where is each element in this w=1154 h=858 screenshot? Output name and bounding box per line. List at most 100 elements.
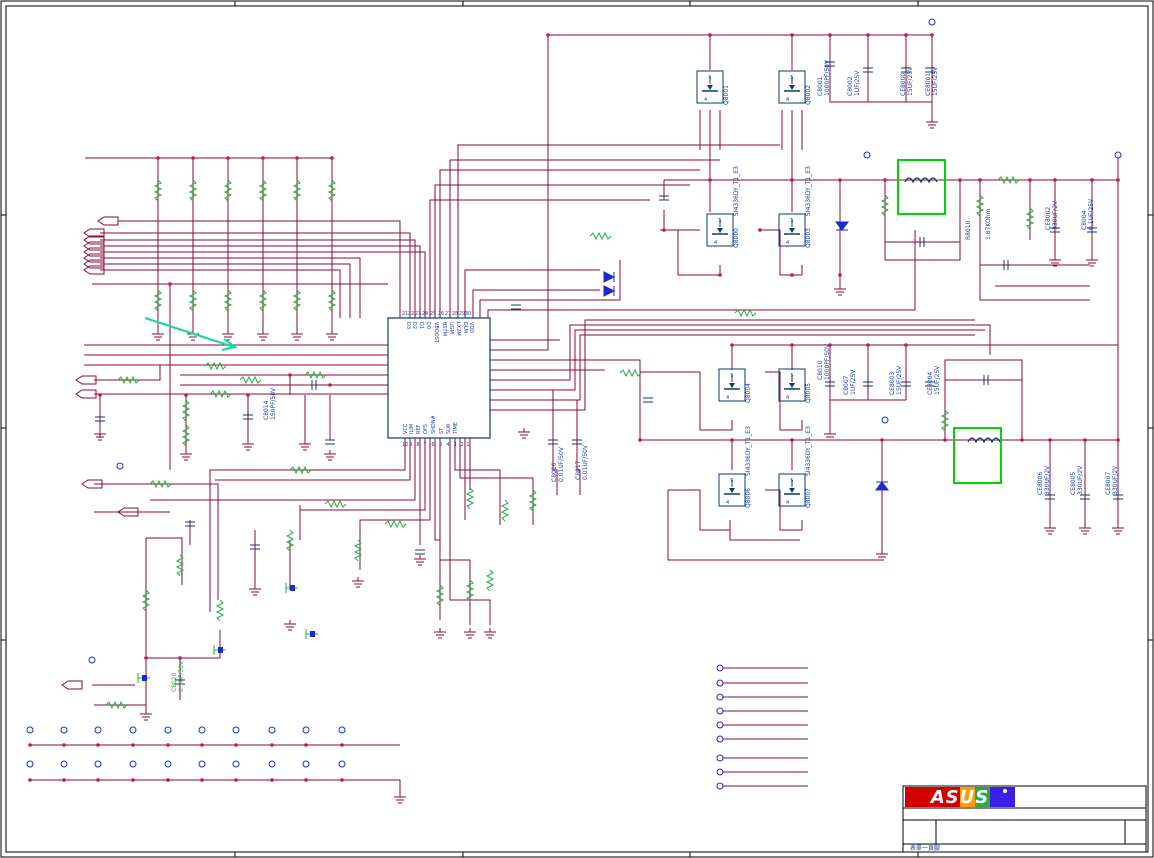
test-point[interactable] bbox=[716, 679, 724, 687]
junction bbox=[96, 743, 100, 747]
test-point[interactable] bbox=[716, 664, 724, 672]
test-point[interactable] bbox=[198, 760, 206, 768]
test-point[interactable] bbox=[94, 760, 102, 768]
ic-pin-label: D2 bbox=[411, 322, 417, 329]
test-point[interactable] bbox=[881, 416, 889, 424]
test-point[interactable] bbox=[1114, 151, 1122, 159]
test-point[interactable] bbox=[268, 726, 276, 734]
test-point[interactable] bbox=[716, 693, 724, 701]
test-point[interactable] bbox=[116, 462, 124, 470]
capacitor bbox=[95, 416, 105, 422]
resistor-symbols bbox=[105, 175, 1035, 710]
capacitor-value: 0.1UF/25V bbox=[1088, 198, 1095, 230]
capacitor bbox=[175, 679, 185, 685]
junction bbox=[96, 778, 100, 782]
test-point[interactable] bbox=[164, 760, 172, 768]
test-point[interactable] bbox=[232, 726, 240, 734]
ic-pin-number: 8 bbox=[416, 442, 419, 448]
test-point[interactable] bbox=[863, 151, 871, 159]
connector bbox=[97, 216, 119, 226]
junction bbox=[144, 656, 148, 660]
junction bbox=[261, 156, 265, 160]
inductor-l1[interactable] bbox=[897, 159, 946, 215]
test-point[interactable] bbox=[716, 768, 724, 776]
test-point[interactable] bbox=[94, 726, 102, 734]
capacitor bbox=[572, 439, 582, 445]
junction bbox=[234, 743, 238, 747]
test-point[interactable] bbox=[302, 726, 310, 734]
resistor bbox=[175, 554, 185, 577]
ground bbox=[834, 285, 846, 296]
test-point[interactable] bbox=[26, 726, 34, 734]
ground bbox=[926, 118, 938, 129]
test-point[interactable] bbox=[302, 760, 310, 768]
test-point[interactable] bbox=[60, 726, 68, 734]
resistor bbox=[384, 519, 407, 529]
test-point[interactable] bbox=[338, 760, 346, 768]
resistor bbox=[465, 487, 475, 510]
resistor bbox=[353, 539, 363, 562]
test-point[interactable] bbox=[716, 782, 724, 790]
test-point[interactable] bbox=[129, 726, 137, 734]
junction bbox=[1053, 178, 1057, 182]
small-transistor[interactable] bbox=[137, 673, 150, 683]
test-point[interactable] bbox=[232, 760, 240, 768]
test-point[interactable] bbox=[164, 726, 172, 734]
test-point[interactable] bbox=[716, 721, 724, 729]
test-point[interactable] bbox=[26, 760, 34, 768]
small-transistor[interactable] bbox=[213, 645, 226, 655]
ground bbox=[518, 428, 530, 439]
test-point[interactable] bbox=[716, 707, 724, 715]
test-point[interactable] bbox=[129, 760, 137, 768]
junction bbox=[288, 373, 292, 377]
small-transistor[interactable] bbox=[305, 629, 318, 639]
resistor bbox=[258, 289, 268, 312]
test-point[interactable] bbox=[928, 18, 936, 26]
resistor bbox=[292, 289, 302, 312]
test-point[interactable] bbox=[268, 760, 276, 768]
annotation-arrow bbox=[144, 317, 238, 351]
test-point[interactable] bbox=[60, 760, 68, 768]
resistor-value: 1.87KOhm bbox=[985, 209, 992, 240]
test-point[interactable] bbox=[198, 726, 206, 734]
test-point[interactable] bbox=[88, 656, 96, 664]
inductor-l2[interactable] bbox=[953, 427, 1002, 484]
test-point[interactable] bbox=[338, 726, 346, 734]
capacitor bbox=[1113, 494, 1123, 500]
capacitor bbox=[825, 381, 835, 387]
test-point[interactable] bbox=[716, 754, 724, 762]
capacitor-ref: C8014 bbox=[263, 400, 270, 420]
test-point[interactable] bbox=[716, 735, 724, 743]
small-transistor[interactable] bbox=[285, 583, 298, 593]
capacitor bbox=[901, 381, 911, 387]
ic-pin-number: 1 bbox=[466, 442, 469, 448]
